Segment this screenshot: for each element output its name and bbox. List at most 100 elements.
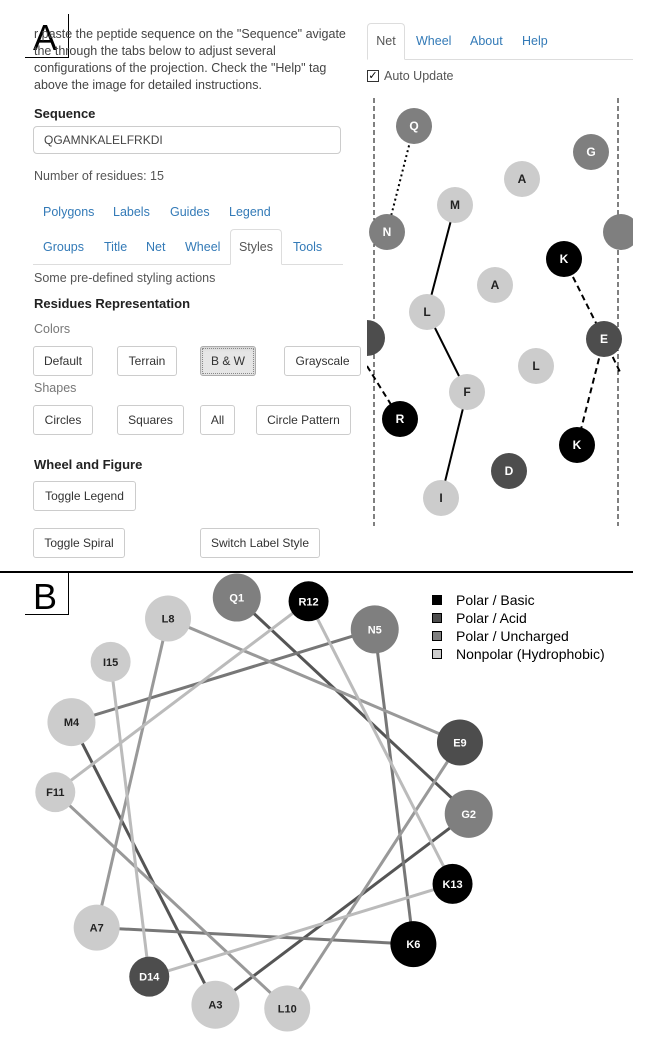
net-residue: N	[369, 214, 405, 250]
tab-wheel[interactable]: Wheel	[185, 240, 221, 254]
wheel-connector	[109, 661, 151, 977]
net-residue-label: G	[586, 145, 595, 159]
tab-net[interactable]: Net	[146, 240, 166, 254]
net-residue-partial	[603, 214, 633, 250]
tab-polygons[interactable]: Polygons	[43, 205, 95, 219]
grayscale-color-button[interactable]: Grayscale	[284, 346, 361, 376]
net-connector	[603, 338, 622, 375]
legend-item: Polar / Basic	[432, 591, 642, 609]
tab-tools[interactable]: Tools	[293, 240, 323, 254]
wheel-residue-label: N5	[368, 624, 382, 636]
net-residue: K	[546, 241, 582, 277]
wheel-residue-label: L10	[278, 1003, 297, 1015]
wheel-residue: E9	[436, 719, 483, 766]
wheel-connector	[96, 926, 414, 946]
net-connector	[576, 338, 605, 446]
wheel-residue-circle	[350, 605, 399, 654]
toggle-spiral-button[interactable]: Toggle Spiral	[33, 528, 125, 558]
auto-update-label: Auto Update	[384, 69, 454, 83]
net-residue-circle	[491, 453, 527, 489]
net-residue-circle	[409, 294, 445, 330]
tab-labels[interactable]: Labels	[113, 205, 150, 219]
residues-representation-heading: Residues Representation	[34, 296, 191, 311]
default-color-button[interactable]: Default	[33, 346, 93, 376]
tab-guides[interactable]: Guides	[170, 205, 210, 219]
wheel-residue-label: F11	[46, 787, 64, 799]
net-residue: L	[409, 294, 445, 330]
wheel-residue-label: M4	[64, 717, 80, 729]
top-tab-help[interactable]: Help	[522, 34, 548, 48]
net-residue: A	[477, 267, 513, 303]
net-residue-label: I	[439, 491, 442, 505]
legend-swatch-nonpolar	[432, 649, 442, 659]
wheel-residue: K13	[432, 863, 473, 904]
net-residue-label: K	[573, 438, 582, 452]
tab-groups[interactable]: Groups	[43, 240, 84, 254]
net-connector	[426, 204, 456, 313]
wheel-residue-label: L8	[162, 614, 175, 626]
circles-shape-button[interactable]: Circles	[33, 405, 93, 435]
shapes-label: Shapes	[34, 381, 77, 395]
wheel-residue-circle	[73, 904, 120, 951]
net-residue: K	[559, 427, 595, 463]
bw-color-button[interactable]: B & W	[200, 346, 256, 376]
wheel-residue: I15	[90, 641, 131, 682]
top-tab-wheel[interactable]: Wheel	[416, 34, 452, 48]
wheel-residue-label: K6	[406, 939, 420, 951]
helical-net-projection: QGAMNKALELFRKDI	[367, 98, 633, 526]
net-residue: R	[382, 401, 418, 437]
wheel-connector	[54, 600, 310, 794]
wheel-residue-circle	[390, 921, 437, 968]
wheel-residue-label: A7	[90, 923, 104, 935]
wheel-residue: N5	[350, 605, 399, 654]
wheel-residue-circle	[90, 641, 131, 682]
terrain-color-button[interactable]: Terrain	[117, 346, 177, 376]
net-residue-circle	[437, 187, 473, 223]
net-residue-circle	[518, 348, 554, 384]
panel-divider	[0, 571, 633, 573]
auto-update-checkbox[interactable]: ✓	[367, 70, 379, 82]
top-tabs-divider	[367, 59, 633, 60]
wheel-residue-circle	[47, 698, 96, 747]
net-residue-circle	[449, 374, 485, 410]
toggle-legend-button[interactable]: Toggle Legend	[33, 481, 136, 511]
switch-label-style-button[interactable]: Switch Label Style	[200, 528, 320, 558]
net-residue-circle	[504, 161, 540, 197]
residue-count: Number of residues: 15	[34, 169, 164, 183]
net-connector	[440, 391, 468, 499]
top-tab-about[interactable]: About	[470, 34, 503, 48]
net-residue-label: L	[423, 305, 430, 319]
net-residue-label: A	[518, 172, 527, 186]
wheel-residue-label: D14	[139, 972, 160, 984]
wheel-connector	[71, 627, 376, 724]
wheel-residue: D14	[129, 956, 170, 997]
wheel-residue-circle	[35, 772, 76, 813]
all-shape-button[interactable]: All	[200, 405, 235, 435]
tabs-divider	[33, 264, 343, 265]
legend-label-polar-uncharged: Polar / Uncharged	[456, 628, 569, 644]
legend-item: Nonpolar (Hydrophobic)	[432, 645, 642, 663]
legend-swatch-polar-uncharged	[432, 631, 442, 641]
tab-legend[interactable]: Legend	[229, 205, 271, 219]
net-residue-circle	[559, 427, 595, 463]
panel-b-label: B	[25, 573, 69, 615]
net-residue-circle	[477, 267, 513, 303]
wheel-residue-circle	[145, 595, 192, 642]
net-residue-circle	[423, 480, 459, 516]
wheel-residue-circle	[432, 863, 473, 904]
top-tab-net[interactable]: Net	[367, 23, 405, 60]
wheel-residue-label: E9	[453, 737, 466, 749]
tab-title[interactable]: Title	[104, 240, 128, 254]
net-residue: E	[586, 321, 622, 357]
legend-swatch-polar-acid	[432, 613, 442, 623]
wheel-connector	[54, 791, 289, 1010]
sequence-input[interactable]	[33, 126, 341, 154]
circle-pattern-shape-button[interactable]: Circle Pattern	[256, 405, 351, 435]
net-residue-label: N	[383, 225, 392, 239]
net-residue-label: Q	[409, 119, 418, 133]
wheel-residue-label: I15	[103, 657, 118, 669]
tab-styles[interactable]: Styles	[230, 229, 282, 265]
wheel-residue-circle	[444, 789, 493, 838]
squares-shape-button[interactable]: Squares	[117, 405, 184, 435]
wheel-connector	[148, 882, 453, 979]
